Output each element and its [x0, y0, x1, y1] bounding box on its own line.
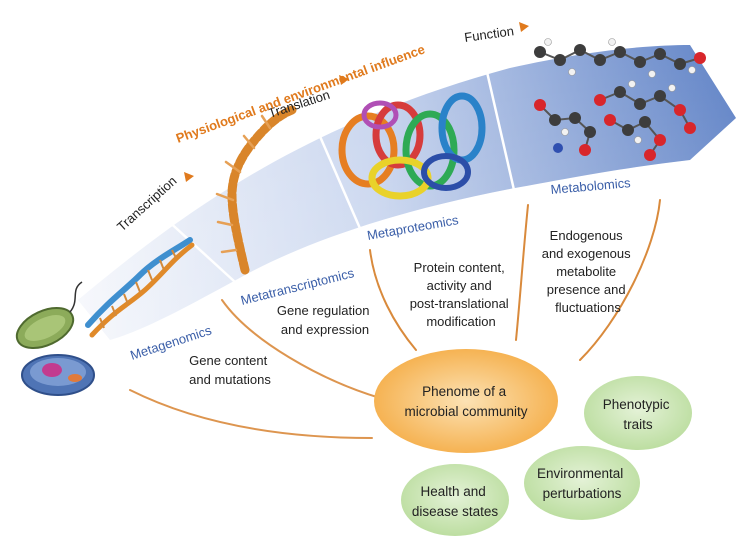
eukaryotic-cell-icon	[21, 354, 95, 396]
segment-divider-2	[310, 117, 364, 234]
protein-content-label: Protein content, activity and post-trans…	[410, 260, 513, 329]
protein-structure-icon	[338, 92, 486, 200]
metabolite-molecules-icon	[534, 38, 706, 161]
environmental-perturbations-node	[524, 446, 640, 520]
function-arrow-icon	[519, 22, 529, 32]
bacterium-icon	[15, 281, 83, 349]
health-disease-label: Health and disease states	[412, 484, 499, 519]
phenotypic-traits-label: Phenotypic traits	[603, 397, 674, 432]
gene-regulation-label: Gene regulation and expression	[277, 303, 373, 337]
segment-divider-3	[485, 71, 516, 191]
metatranscriptomics-label: Metatranscriptomics	[239, 265, 356, 308]
function-label: Function	[463, 23, 514, 45]
transcription-arrow-icon	[184, 172, 194, 182]
phenome-label: Phenome of a microbial community	[404, 384, 527, 419]
metabolite-label: Endogenous and exogenous metabolite pres…	[542, 228, 635, 315]
environmental-perturbations-label: Environmental perturbations	[537, 466, 627, 501]
metabolomics-label: Metabolomics	[550, 175, 632, 197]
dna-helix-icon	[85, 237, 195, 338]
phenome-node	[374, 349, 558, 453]
health-disease-node	[401, 464, 509, 536]
connector-lines	[129, 199, 661, 439]
phenotypic-traits-node	[584, 376, 692, 450]
translation-arrow-icon	[339, 75, 349, 85]
gene-content-label: Gene content and mutations	[189, 353, 271, 387]
rna-strand-icon	[215, 105, 297, 275]
transcription-label: Transcription	[114, 173, 180, 234]
segment-divider-1	[164, 217, 236, 283]
